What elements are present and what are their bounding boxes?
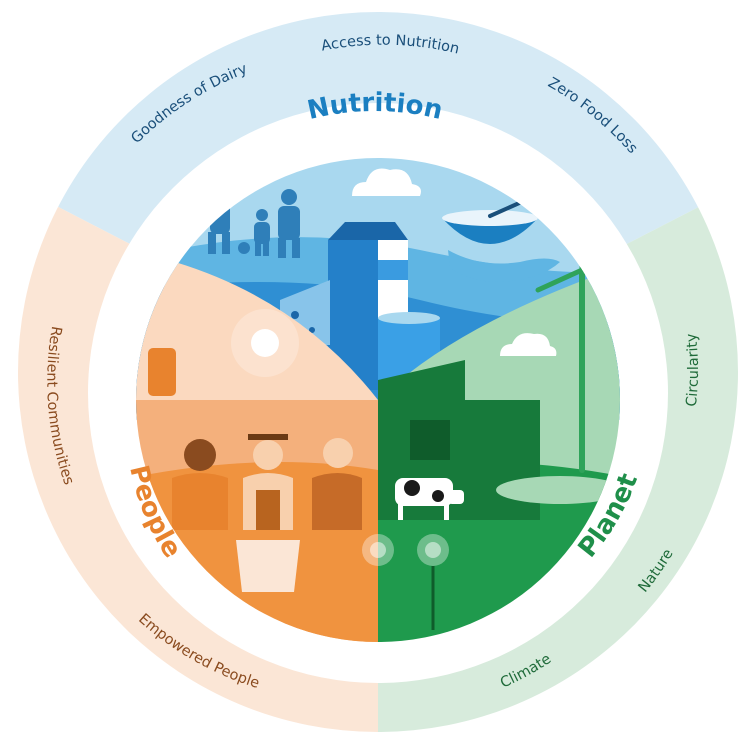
- cloud-icon: [352, 168, 421, 196]
- people-background: [136, 255, 378, 400]
- cloud-icon-planet: [500, 333, 557, 356]
- bucket-icon: [236, 540, 300, 592]
- sun-icon: [251, 329, 279, 357]
- ring-label-circularity: Circularity: [684, 332, 702, 407]
- flowers-icon: [362, 534, 449, 630]
- pond-icon: [496, 476, 620, 504]
- bowl-rim: [442, 210, 538, 226]
- hand-icon: [448, 250, 560, 282]
- milk-jug-icon: [148, 348, 176, 396]
- factory-icon: [410, 420, 450, 460]
- farmers-icon: [172, 434, 362, 530]
- cow-icon: [395, 478, 464, 520]
